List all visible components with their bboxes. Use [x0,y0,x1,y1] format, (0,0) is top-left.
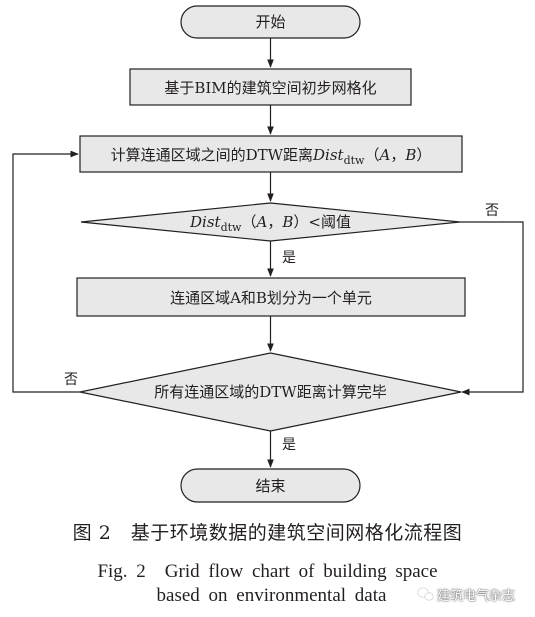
start-label: 开始 [255,13,285,31]
args-close: ） [416,146,431,164]
decision1-yes-label: 是 [282,250,296,266]
decision-threshold-label: Distdtw（A，B）<阈值 [189,213,351,234]
process-dtw-distance-label: 计算连通区域之间的DTW距离Distdtw（A，B） [111,146,432,167]
dist-subscript-2: dtw [221,221,242,234]
watermark: 建筑电气杂志 [418,585,515,604]
edge-decision2-no [12,150,80,393]
decision2-no-label: 否 [64,372,78,388]
wechat-icon [418,587,434,602]
threshold-suffix: <阈值 [308,213,351,231]
decision-all-done-label: 所有连通区域的DTW距离计算完毕 [154,383,386,401]
process-merge-unit [76,277,466,317]
args-open-2: （ [241,213,256,231]
args-open: （ [364,146,379,164]
dist-symbol: Dist [312,146,345,164]
dist-symbol-2: Dist [189,213,222,231]
dist-subscript: dtw [344,154,365,167]
end-terminator [180,468,361,503]
figure-caption-en-line1: Fig. 2 Grid flow chart of building space [97,561,438,582]
process-gridding-label: 基于BIM的建筑空间初步网格化 [164,79,376,97]
flowchart: 开始 基于BIM的建筑空间初步网格化 计算连通区域之间的DTW距离Distdtw… [12,5,524,503]
arg-b: B [404,146,416,164]
arg-sep: ， [390,146,405,164]
arg-b-2: B [281,213,293,231]
decision2-yes-label: 是 [282,437,296,453]
arg-a: A [378,146,391,164]
figure-caption-en-line2: based on environmental data [156,585,387,606]
args-close-2: ） [293,213,308,231]
process-merge-unit-label: 连通区域A和B划分为一个单元 [170,289,372,307]
edge-decision1-no [460,221,524,396]
figure-caption-zh: 图 2 基于环境数据的建筑空间网格化流程图 [72,522,463,544]
decision1-no-label: 否 [485,203,499,219]
end-label: 结束 [255,477,285,495]
dtw-prefix: 计算连通区域之间的DTW距离 [111,146,313,164]
watermark-text: 建筑电气杂志 [437,589,516,604]
process-gridding [129,68,412,106]
arg-a-2: A [254,213,267,231]
arg-sep-2: ， [267,213,282,231]
